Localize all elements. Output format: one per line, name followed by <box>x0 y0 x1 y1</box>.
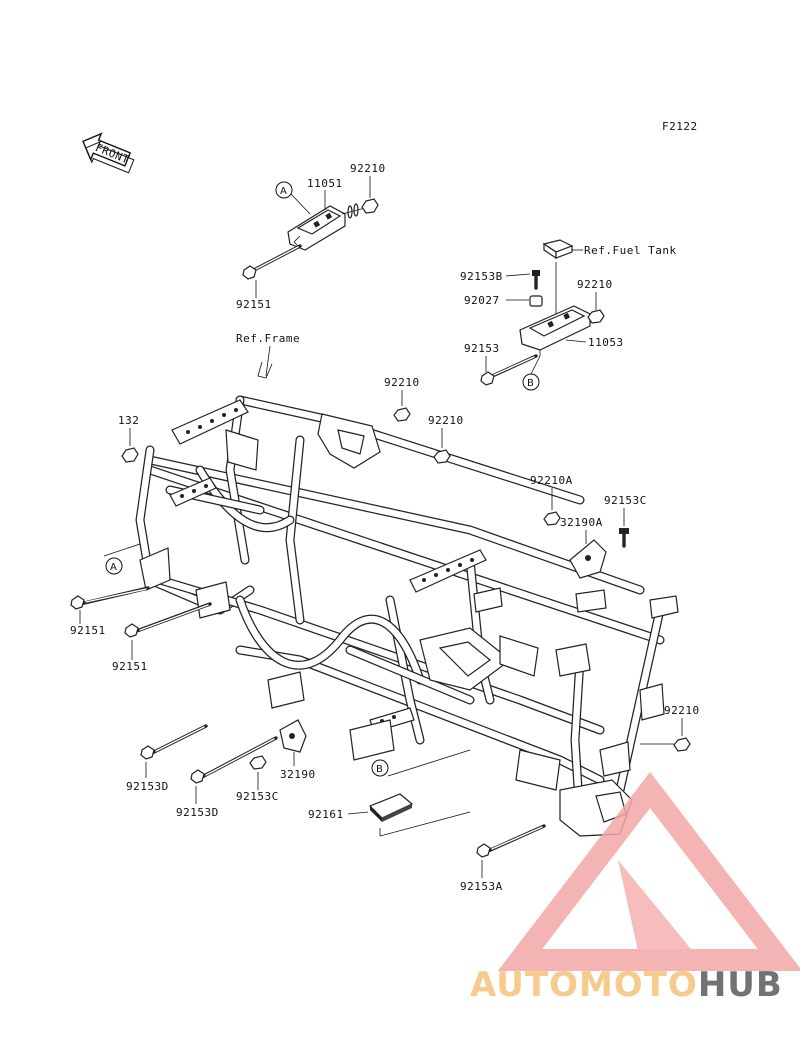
washer-spring-92210-top <box>341 198 379 219</box>
label-32190a: 32190A <box>560 516 603 529</box>
bolt-92151-top <box>242 244 302 280</box>
label-92153b: 92153B <box>460 270 503 283</box>
label-92210-right: 92210 <box>664 704 700 717</box>
watermark-logo: AUTOMOTOHUB <box>470 771 800 1005</box>
marker-a-left <box>105 557 123 575</box>
bolt-92153d-2 <box>190 736 278 784</box>
bolt-92153c-right <box>619 528 629 548</box>
collar-92027 <box>529 295 543 307</box>
marker-a-top-label: A <box>280 186 287 197</box>
bolt-92151-left1 <box>70 586 150 610</box>
ref-fuel-tank: Ref.Fuel Tank <box>584 244 677 257</box>
label-92153d-1: 92153D <box>126 780 169 793</box>
bolt-92153a <box>476 824 546 858</box>
bolt-92153d-1 <box>140 724 208 760</box>
marker-a-left-label: A <box>110 562 117 573</box>
nut-92153c-low <box>249 755 267 770</box>
nut-92210-tank <box>587 309 605 324</box>
bolt-92153-tank <box>480 354 538 386</box>
marker-b-low-label: B <box>376 764 383 775</box>
marker-b-low <box>371 759 389 777</box>
front-arrow-icon: FRONT <box>82 132 135 174</box>
label-92210-top: 92210 <box>350 162 386 175</box>
label-92153a: 92153A <box>460 880 503 893</box>
label-92153c-right: 92153C <box>604 494 647 507</box>
fuel-tank-pad <box>542 239 574 260</box>
nut-92210a <box>543 511 561 526</box>
label-11053: 11053 <box>588 336 624 349</box>
bracket-32190a <box>569 539 607 579</box>
watermark-text-secondary: HUB <box>698 965 783 1005</box>
label-92151-left2: 92151 <box>112 660 148 673</box>
label-92151-left1: 92151 <box>70 624 106 637</box>
nut-92210-mid1 <box>393 407 411 422</box>
label-92210-tank: 92210 <box>577 278 613 291</box>
figure-code: F2122 <box>662 120 698 133</box>
bolt-92151-left2 <box>124 602 212 638</box>
label-32190: 32190 <box>280 768 316 781</box>
bracket-32190 <box>279 719 307 753</box>
front-arrow-label: FRONT <box>93 141 131 166</box>
marker-b-tank-label: B <box>527 378 534 389</box>
label-11051: 11051 <box>307 177 343 190</box>
label-92161: 92161 <box>308 808 344 821</box>
ref-frame: Ref.Frame <box>236 332 300 345</box>
label-92210a: 92210A <box>530 474 573 487</box>
nut-92210-right <box>673 737 691 752</box>
watermark-text-primary: AUTOMOTO <box>470 965 698 1005</box>
label-92027: 92027 <box>464 294 500 307</box>
label-92210-mid2: 92210 <box>428 414 464 427</box>
label-92210-mid1: 92210 <box>384 376 420 389</box>
bolt-132 <box>121 447 139 463</box>
label-92153c-low: 92153C <box>236 790 279 803</box>
label-92151-top: 92151 <box>236 298 272 311</box>
label-92153-tank: 92153 <box>464 342 500 355</box>
pad-92161 <box>368 793 414 822</box>
bracket-11053 <box>519 305 591 356</box>
bracket-11051 <box>287 205 346 251</box>
label-92153d-2: 92153D <box>176 806 219 819</box>
marker-a-top <box>275 181 293 199</box>
bolt-92153b <box>532 270 540 290</box>
label-132: 132 <box>118 414 139 427</box>
nut-92210-mid2 <box>433 449 451 464</box>
frame-assembly <box>135 395 679 837</box>
svg-text:AUTOMOTOHUB: AUTOMOTOHUB <box>470 965 783 1005</box>
